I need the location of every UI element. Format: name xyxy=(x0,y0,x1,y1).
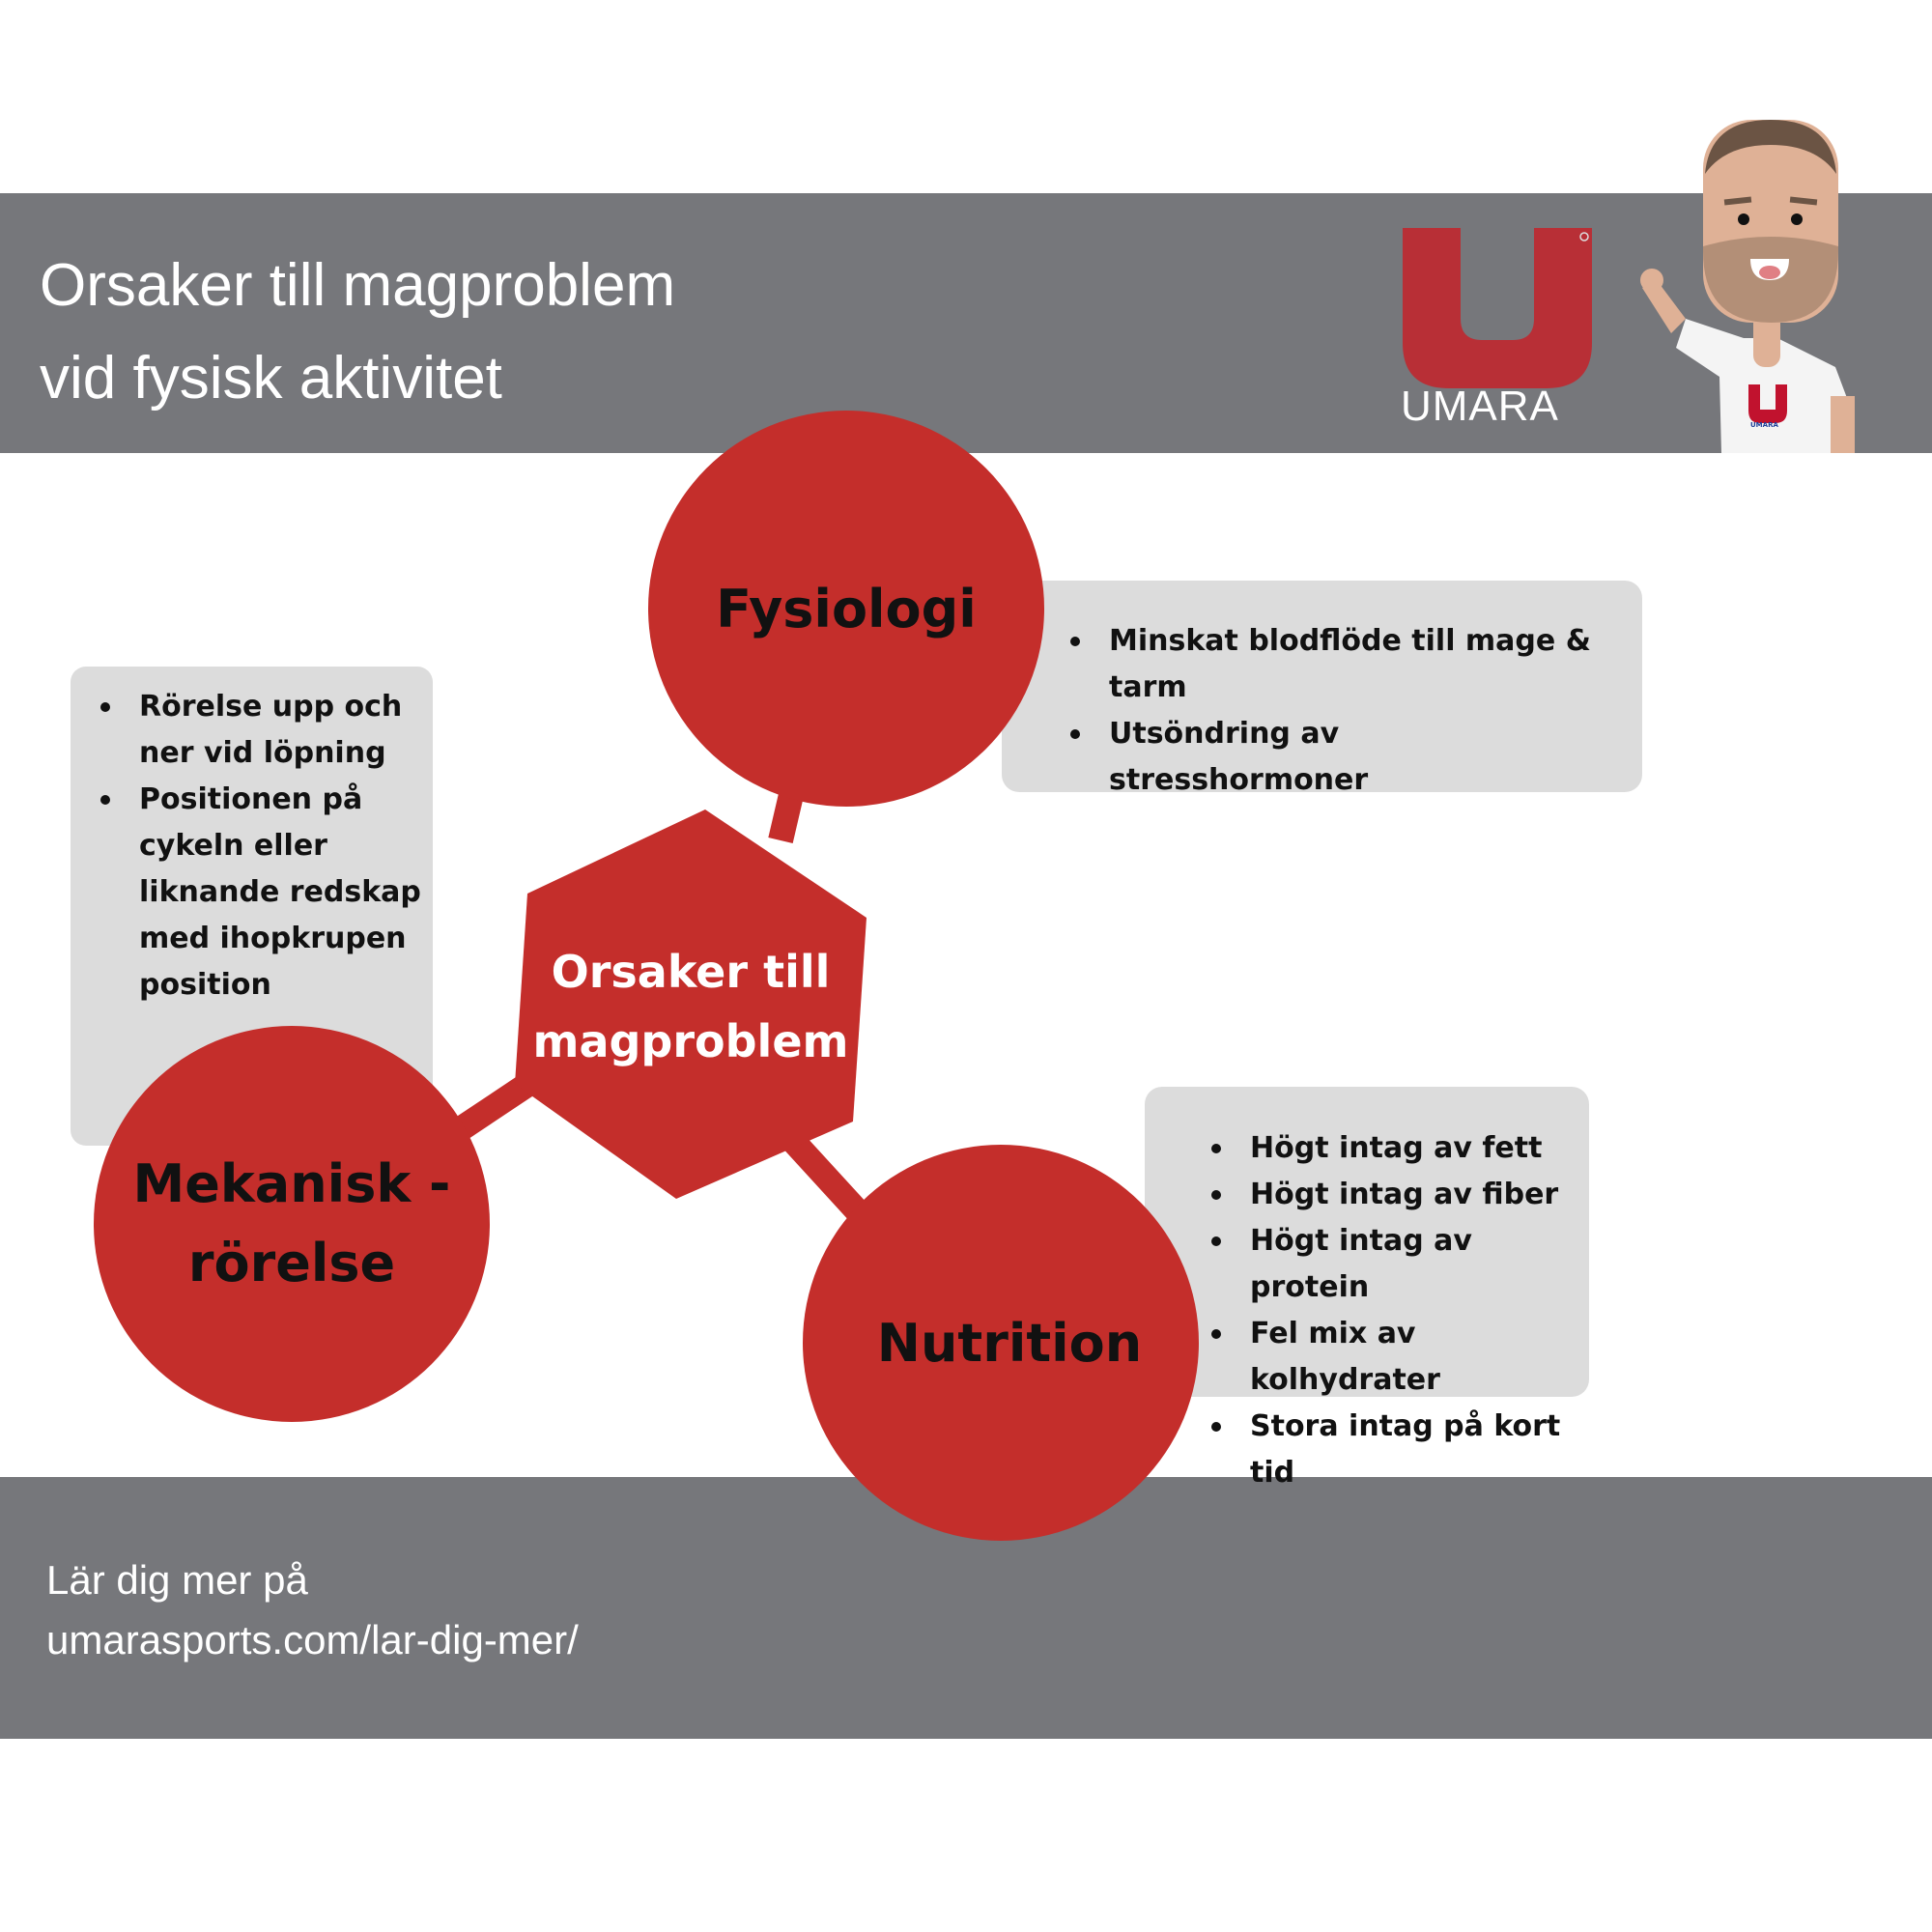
connector-nutrition xyxy=(782,1131,874,1228)
mekanisk-title-line-2: rörelse xyxy=(187,1233,396,1293)
umara-logo-icon xyxy=(1403,228,1592,388)
mekanisk-title: Mekanisk - rörelse xyxy=(94,1145,490,1303)
list-item: Rörelse upp och ner vid löpning xyxy=(100,684,429,777)
footer-text: Lär dig mer på umarasports.com/lar-dig-m… xyxy=(46,1550,579,1670)
list-item: Högt intag av protein xyxy=(1211,1218,1588,1311)
list-item: Minskat blodflöde till mage & tarm xyxy=(1070,618,1592,711)
footer-line-1: Lär dig mer på xyxy=(46,1557,308,1603)
center-line-2: magproblem xyxy=(532,1015,849,1067)
list-item: Positionen på cykeln eller liknande reds… xyxy=(100,777,429,1009)
mekanisk-list: Rörelse upp och ner vid löpning Position… xyxy=(100,684,429,1009)
list-item: Stora intag på kort tid xyxy=(1211,1404,1588,1496)
fysiologi-list: Minskat blodflöde till mage & tarm Utsön… xyxy=(1070,618,1592,804)
page-title: Orsaker till magproblem vid fysisk aktiv… xyxy=(40,240,675,425)
list-item: Utsöndring av stresshormoner xyxy=(1070,711,1592,804)
center-line-1: Orsaker till xyxy=(551,946,831,998)
footer-link[interactable]: umarasports.com/lar-dig-mer/ xyxy=(46,1617,579,1662)
connector-mekanisk xyxy=(451,1071,539,1141)
list-item: Högt intag av fett xyxy=(1211,1125,1588,1172)
center-label: Orsaker till magproblem xyxy=(515,937,867,1076)
title-line-2: vid fysisk aktivitet xyxy=(40,345,502,412)
mekanisk-circle xyxy=(94,1026,490,1422)
list-item: Fel mix av kolhydrater xyxy=(1211,1311,1588,1404)
fysiologi-title: Fysiologi xyxy=(716,579,977,639)
nutrition-circle xyxy=(803,1145,1199,1541)
mascot-icon xyxy=(1640,120,1855,453)
mekanisk-title-line-1: Mekanisk - xyxy=(132,1153,451,1214)
logo-text: UMARA xyxy=(1401,383,1559,430)
center-hexagon xyxy=(515,810,867,1199)
title-line-1: Orsaker till magproblem xyxy=(40,252,676,319)
header-band xyxy=(0,193,1932,453)
mascot-shirt-text: UMARA xyxy=(1750,421,1778,429)
fysiologi-circle xyxy=(648,411,1044,807)
nutrition-list: Högt intag av fett Högt intag av fiber H… xyxy=(1211,1125,1588,1496)
fysiologi-details-box xyxy=(1002,581,1642,792)
mekanisk-details-box xyxy=(71,667,433,1146)
list-item: Högt intag av fiber xyxy=(1211,1172,1588,1218)
nutrition-details-box xyxy=(1145,1087,1589,1397)
nutrition-title: Nutrition xyxy=(876,1313,1143,1374)
